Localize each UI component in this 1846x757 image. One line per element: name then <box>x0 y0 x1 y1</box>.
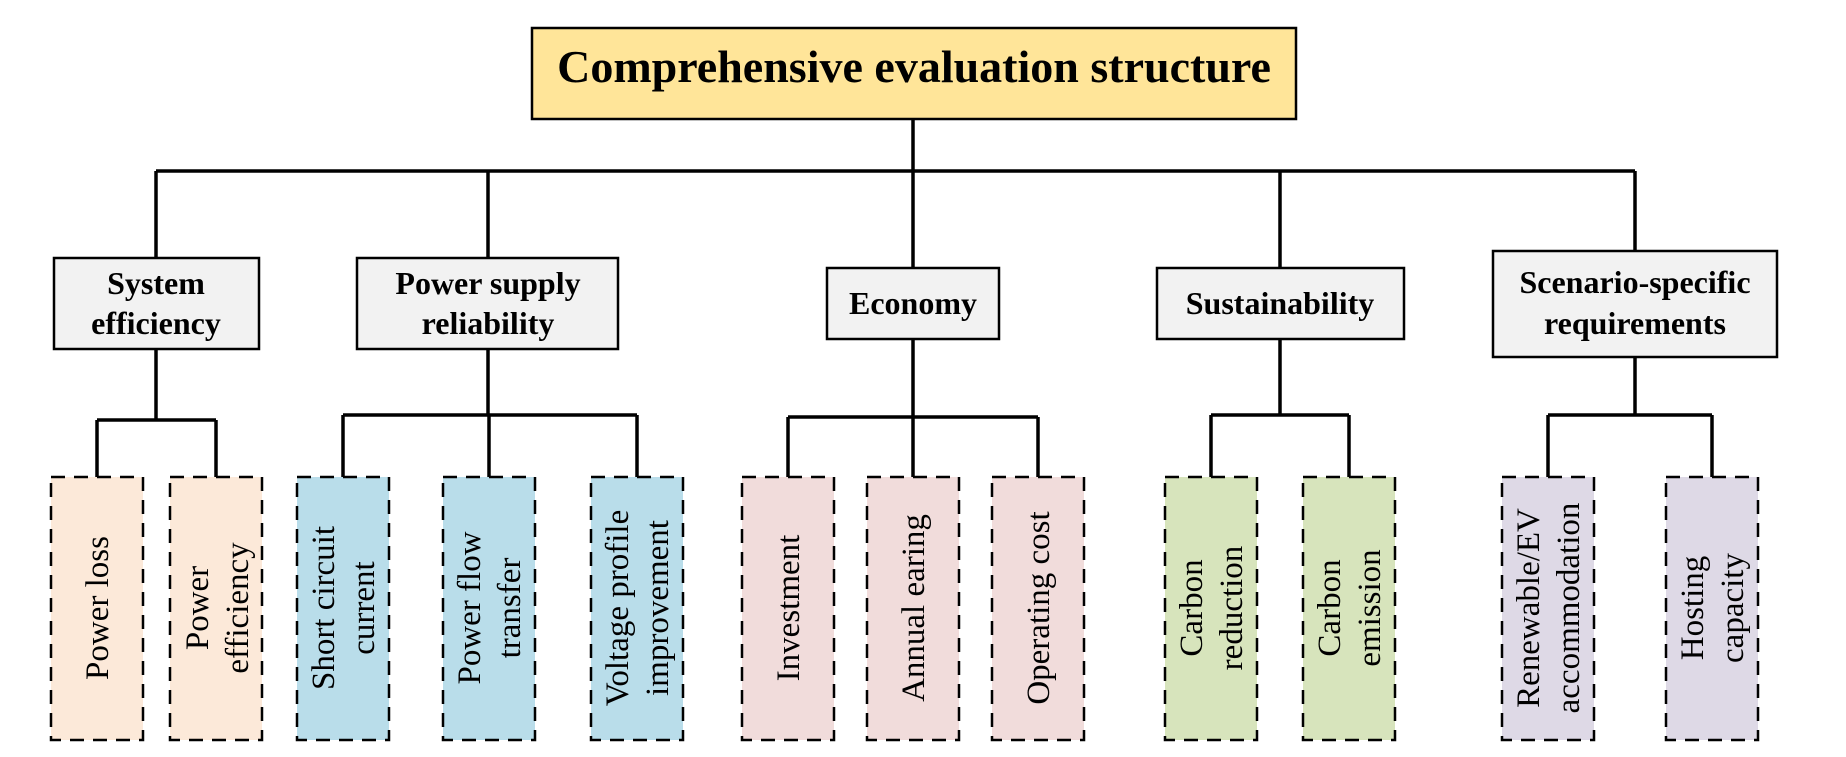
leaf-label-line2: improvement <box>640 520 676 696</box>
leaf-label-line1: Renewable/EV <box>1511 508 1547 708</box>
leaf-node-power-efficiency: Power efficiency <box>168 475 264 742</box>
category-box <box>825 266 1001 341</box>
leaf-box <box>1500 475 1596 742</box>
leaf-label-line1: Power <box>180 566 216 650</box>
leaf-label-line2: emission <box>1352 549 1388 666</box>
category-label-line1: Sustainability <box>1186 285 1375 321</box>
leaf-box <box>990 475 1086 742</box>
category-node-economy: Economy <box>825 266 1001 341</box>
leaf-label-line2: accommodation <box>1551 503 1587 714</box>
leaf-node-power-flow-transfer: Power flow transfer <box>441 475 537 742</box>
category-box <box>1491 249 1779 359</box>
category-box <box>355 256 620 351</box>
leaf-box <box>168 475 264 742</box>
leaf-label-line2: transfer <box>492 558 528 659</box>
leaf-label-line1: Voltage profile <box>600 510 636 706</box>
leaf-box <box>441 475 537 742</box>
leaf-label-line1: Short circuit <box>306 526 342 690</box>
leaf-label-line1: Hosting <box>1675 556 1711 661</box>
category-label-line1: Scenario-specific <box>1519 264 1750 300</box>
leaf-node-carbon-reduction: Carbon reduction <box>1163 475 1259 742</box>
category-label-line1: Power supply <box>395 265 580 301</box>
leaf-box <box>49 475 145 742</box>
root-box <box>530 26 1298 121</box>
leaf-node-operating-cost: Operating cost <box>990 475 1086 742</box>
leaf-label-line1: Power loss <box>80 536 116 680</box>
leaf-label-line1: Annual earing <box>896 514 932 702</box>
category-label-line2: reliability <box>422 305 555 341</box>
leaf-box <box>1301 475 1397 742</box>
leaf-box <box>865 475 961 742</box>
category-box <box>52 256 261 351</box>
leaf-label-line2: efficiency <box>220 542 256 674</box>
leaf-box <box>1163 475 1259 742</box>
category-label-line2: requirements <box>1544 305 1726 341</box>
category-label-line1: System <box>107 265 205 301</box>
category-node-sustainability: Sustainability <box>1155 266 1406 341</box>
leaf-node-voltage-profile-improvement: Voltage profile improvement <box>589 475 685 742</box>
leaf-box <box>740 475 836 742</box>
leaf-label-line2: capacity <box>1715 553 1751 663</box>
leaf-label-line1: Carbon <box>1312 559 1348 656</box>
leaf-label-line2: reduction <box>1214 546 1250 671</box>
connector-lines <box>95 120 1714 477</box>
leaf-node-short-circuit-current: Short circuit current <box>295 475 391 742</box>
leaf-node-power-loss: Power loss <box>49 475 145 742</box>
leaf-label-line1: Power flow <box>452 531 488 684</box>
category-label-line1: Economy <box>849 285 977 321</box>
leaf-box <box>1664 475 1760 742</box>
category-node-scenario-specific-requirements: Scenario-specific requirements <box>1491 249 1779 359</box>
leaf-node-hosting-capacity: Hosting capacity <box>1664 475 1760 742</box>
leaf-node-renewable-ev-accommodation: Renewable/EV accommodation <box>1500 475 1596 742</box>
leaf-box <box>295 475 391 742</box>
root-node: Comprehensive evaluation structure <box>530 26 1298 121</box>
leaf-node-annual-earing: Annual earing <box>865 475 961 742</box>
root-label: Comprehensive evaluation structure <box>557 41 1271 92</box>
leaf-label-line1: Operating cost <box>1021 511 1057 704</box>
leaf-node-carbon-emission: Carbon emission <box>1301 475 1397 742</box>
category-box <box>1155 266 1406 341</box>
leaf-label-line1: Carbon <box>1174 559 1210 656</box>
leaf-box <box>589 475 685 742</box>
leaf-node-investment: Investment <box>740 475 836 742</box>
category-label-line2: efficiency <box>91 305 221 341</box>
category-node-system-efficiency: System efficiency <box>52 256 261 351</box>
leaf-label-line1: Investment <box>771 535 807 682</box>
leaf-label-line2: current <box>346 561 382 654</box>
category-node-power-supply-reliability: Power supply reliability <box>355 256 620 351</box>
